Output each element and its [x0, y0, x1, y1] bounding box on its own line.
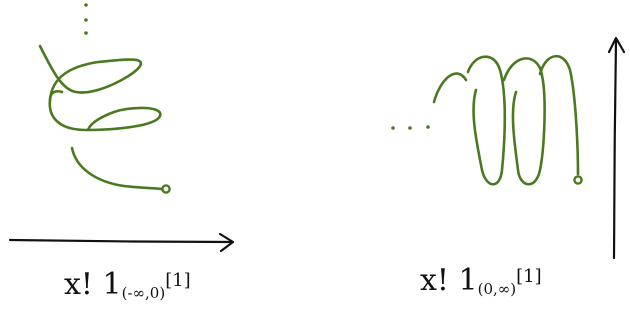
left-coil-start-hook — [48, 89, 64, 102]
right-formula-main: x! 1 — [420, 263, 478, 298]
right-formula-subscript: (0,∞) — [477, 280, 517, 298]
right-loop-curve — [432, 54, 580, 186]
dot — [84, 31, 88, 35]
right-y-axis-arrow — [607, 36, 626, 260]
right-formula-superscript: [1] — [516, 266, 542, 287]
left-continuation-dots — [84, 3, 88, 35]
left-x-axis-arrow — [8, 232, 235, 253]
left-coil-curve — [38, 44, 162, 132]
dot — [84, 18, 88, 22]
left-formula-superscript: [1] — [165, 270, 191, 291]
left-formula-main: x! 1 — [64, 267, 122, 302]
right-curve-endpoint — [573, 175, 583, 185]
dot — [391, 126, 395, 130]
right-formula-label: x! 1(0,∞)[1] — [420, 266, 542, 297]
left-formula-subscript: (-∞,0) — [121, 284, 166, 302]
dot — [426, 125, 430, 129]
dot — [84, 3, 88, 7]
dot — [408, 126, 412, 130]
left-formula-label: x! 1(-∞,0)[1] — [64, 270, 191, 301]
left-coil-tail — [70, 146, 164, 191]
right-continuation-dots — [391, 125, 430, 130]
left-curve-endpoint — [161, 184, 171, 194]
